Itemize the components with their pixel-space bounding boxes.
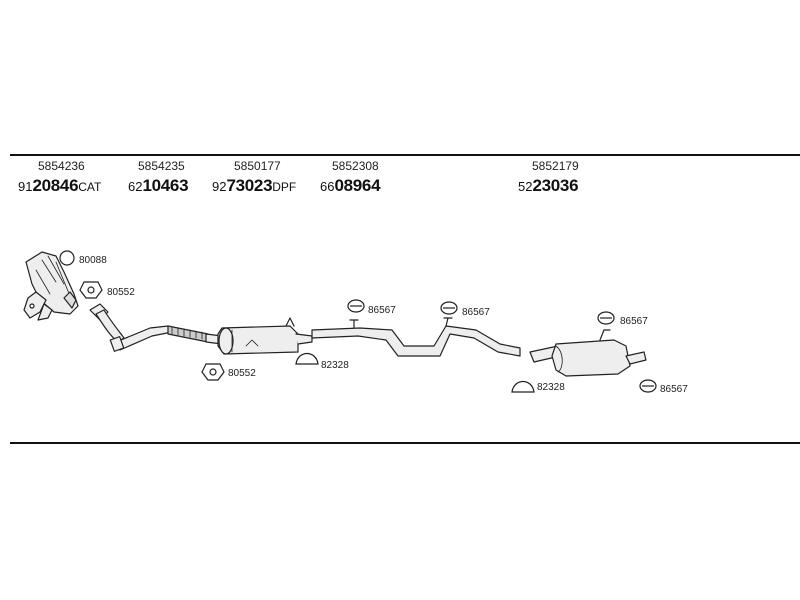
part-ref: 5852308 bbox=[332, 159, 379, 173]
part-ref: 5850177 bbox=[234, 159, 281, 173]
part-middle-pipe[interactable]: 5852308 6608964 bbox=[320, 159, 381, 195]
part-front-pipe[interactable]: 5854235 6210463 bbox=[128, 159, 189, 195]
callout-label: 80088 bbox=[79, 255, 107, 266]
callout-label: 82328 bbox=[321, 360, 349, 371]
part-catalytic-converter[interactable]: 5854236 9120846CAT bbox=[18, 160, 101, 195]
callout-label: 86567 bbox=[462, 307, 490, 318]
part-number: 5223036 bbox=[518, 176, 579, 195]
part-number: 6608964 bbox=[320, 176, 381, 195]
catalytic-converter-drawing[interactable] bbox=[23, 251, 79, 321]
callout-label: 86567 bbox=[368, 305, 396, 316]
callout-label: 80552 bbox=[107, 287, 135, 298]
front-pipe-drawing[interactable] bbox=[89, 303, 223, 352]
clamp-icon[interactable] bbox=[295, 352, 319, 365]
bottom-divider bbox=[10, 442, 800, 444]
callout-label: 86567 bbox=[620, 316, 648, 327]
clamp-icon[interactable] bbox=[511, 380, 535, 393]
part-number: 9273023DPF bbox=[212, 176, 297, 195]
top-divider bbox=[10, 154, 800, 156]
callout-label: 82328 bbox=[537, 382, 565, 393]
part-number: 6210463 bbox=[128, 176, 189, 195]
part-rear-silencer[interactable]: 5852179 5223036 bbox=[518, 160, 579, 195]
part-number: 9120846CAT bbox=[18, 176, 102, 195]
part-ref: 5854235 bbox=[138, 159, 185, 173]
callout-label: 86567 bbox=[660, 384, 688, 395]
rear-silencer-drawing[interactable] bbox=[529, 329, 647, 377]
part-particulate-filter[interactable]: 5850177 9273023DPF bbox=[212, 160, 296, 195]
part-ref: 5852179 bbox=[532, 159, 579, 173]
particulate-filter-drawing[interactable] bbox=[217, 317, 313, 355]
part-ref: 5854236 bbox=[38, 159, 85, 173]
o-ring-icon[interactable] bbox=[59, 250, 75, 266]
middle-pipe-drawing[interactable] bbox=[311, 317, 521, 357]
callout-label: 80552 bbox=[228, 368, 256, 379]
